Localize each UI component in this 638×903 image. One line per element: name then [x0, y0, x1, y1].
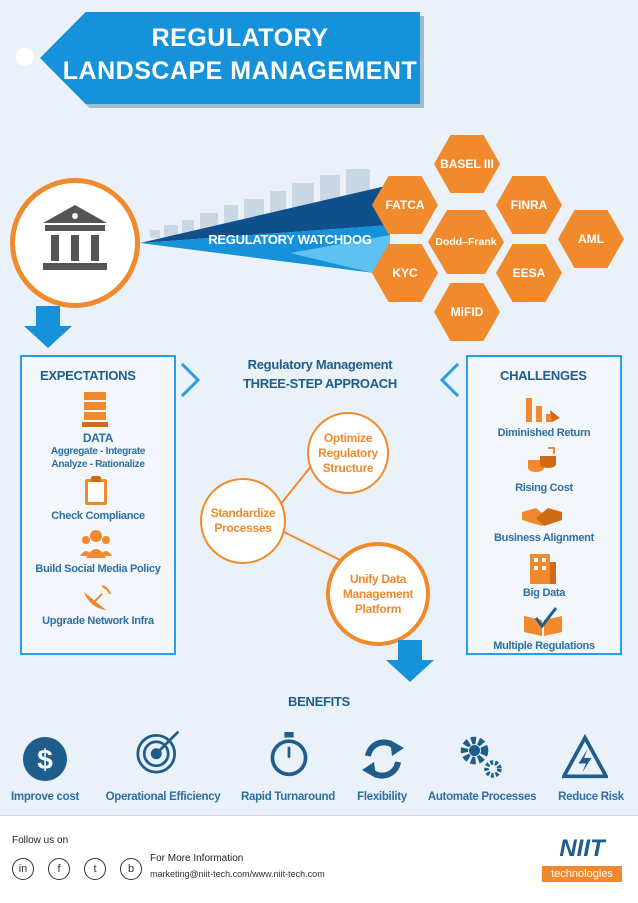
challenge-business-alignment: Business Alignment [494, 532, 594, 544]
stopwatch-icon [270, 732, 308, 777]
more-info-label: For More Information [150, 853, 244, 864]
target-icon [136, 730, 180, 774]
hex-basel: BASEL III [434, 135, 500, 193]
chevron-left-icon [439, 362, 460, 398]
challenges-heading: CHALLENGES [500, 368, 587, 383]
expectation-check-compliance: Check Compliance [51, 510, 145, 522]
benefit-automate-processes: Automate Processes [427, 791, 537, 803]
hex-mifid: MiFID [434, 283, 500, 341]
people-icon [80, 530, 112, 558]
warning-icon [562, 734, 608, 779]
refresh-arrows-icon [362, 739, 404, 779]
follow-us-label: Follow us on [12, 835, 69, 846]
approach-title-1: Regulatory Management [247, 357, 393, 372]
watchdog-ribbon [140, 169, 390, 277]
chevron-right-icon [180, 362, 201, 398]
contact-link[interactable]: marketing@niit-tech.com/www.niit-tech.co… [150, 869, 325, 879]
challenge-big-data: Big Data [522, 587, 566, 599]
niit-logo: NIIT [559, 835, 605, 862]
challenge-rising-cost: Rising Cost [515, 482, 573, 494]
coins-icon [528, 447, 556, 472]
challenge-diminished-return: Diminished Return [497, 427, 591, 439]
title-line-2: LANDSCAPE MANAGEMENT [62, 57, 418, 85]
twitter-icon[interactable]: t [84, 858, 106, 880]
niit-logo-sub: technologies [542, 866, 622, 882]
bank-icon [43, 205, 107, 270]
benefits-heading: BENEFITS [288, 694, 350, 709]
expectations-heading: EXPECTATIONS [40, 368, 136, 383]
title-line-1: REGULATORY [151, 24, 329, 52]
hex-finra: FINRA [496, 176, 562, 234]
hex-aml: AML [558, 210, 624, 268]
data-server-icon [82, 392, 108, 427]
building-icon [530, 554, 556, 584]
bank-circle [10, 178, 140, 308]
benefit-flexibility: Flexibility [357, 791, 407, 803]
data-line-1: Aggregate - Integrate [50, 446, 146, 457]
handshake-icon [522, 508, 562, 526]
clipboard-icon [85, 476, 107, 505]
benefit-improve-cost: Improve cost [11, 791, 79, 803]
linkedin-icon[interactable]: in [12, 858, 34, 880]
hex-eesa: EESA [496, 244, 562, 302]
hex-fatca: FATCA [372, 176, 438, 234]
footer [0, 815, 638, 903]
down-arrow-benefits-icon [386, 640, 434, 682]
svg-text:$: $ [37, 744, 53, 775]
gears-icon [460, 736, 502, 778]
benefit-rapid-turnaround: Rapid Turnaround [240, 791, 335, 803]
benefit-reduce-risk: Reduce Risk [558, 791, 624, 803]
blog-icon[interactable]: b [120, 858, 142, 880]
data-title: DATA [82, 431, 114, 445]
hex-dodd-frank: Dodd–Frank [428, 210, 504, 274]
dollar-icon: $ [23, 737, 67, 781]
expectation-social-media: Build Social Media Policy [35, 563, 161, 575]
satellite-dish-icon [84, 585, 111, 610]
page-title: REGULATORY LANDSCAPE MANAGEMENT [60, 22, 420, 88]
expectation-network-infra: Upgrade Network Infra [42, 615, 154, 627]
declining-chart-icon [526, 398, 560, 422]
benefit-operational-efficiency: Operational Efficiency [105, 791, 221, 803]
tag-hole [16, 48, 34, 66]
approach-title-2: THREE-STEP APPROACH [243, 376, 397, 391]
challenge-multiple-regulations: Multiple Regulations [493, 640, 595, 652]
down-arrow-icon [24, 306, 72, 348]
watchdog-label: REGULATORY WATCHDOG [208, 232, 372, 247]
open-book-icon [524, 607, 562, 636]
title-banner [40, 12, 420, 104]
challenges-panel [466, 355, 622, 655]
data-line-2: Analyze - Rationalize [51, 459, 145, 470]
facebook-icon[interactable]: f [48, 858, 70, 880]
